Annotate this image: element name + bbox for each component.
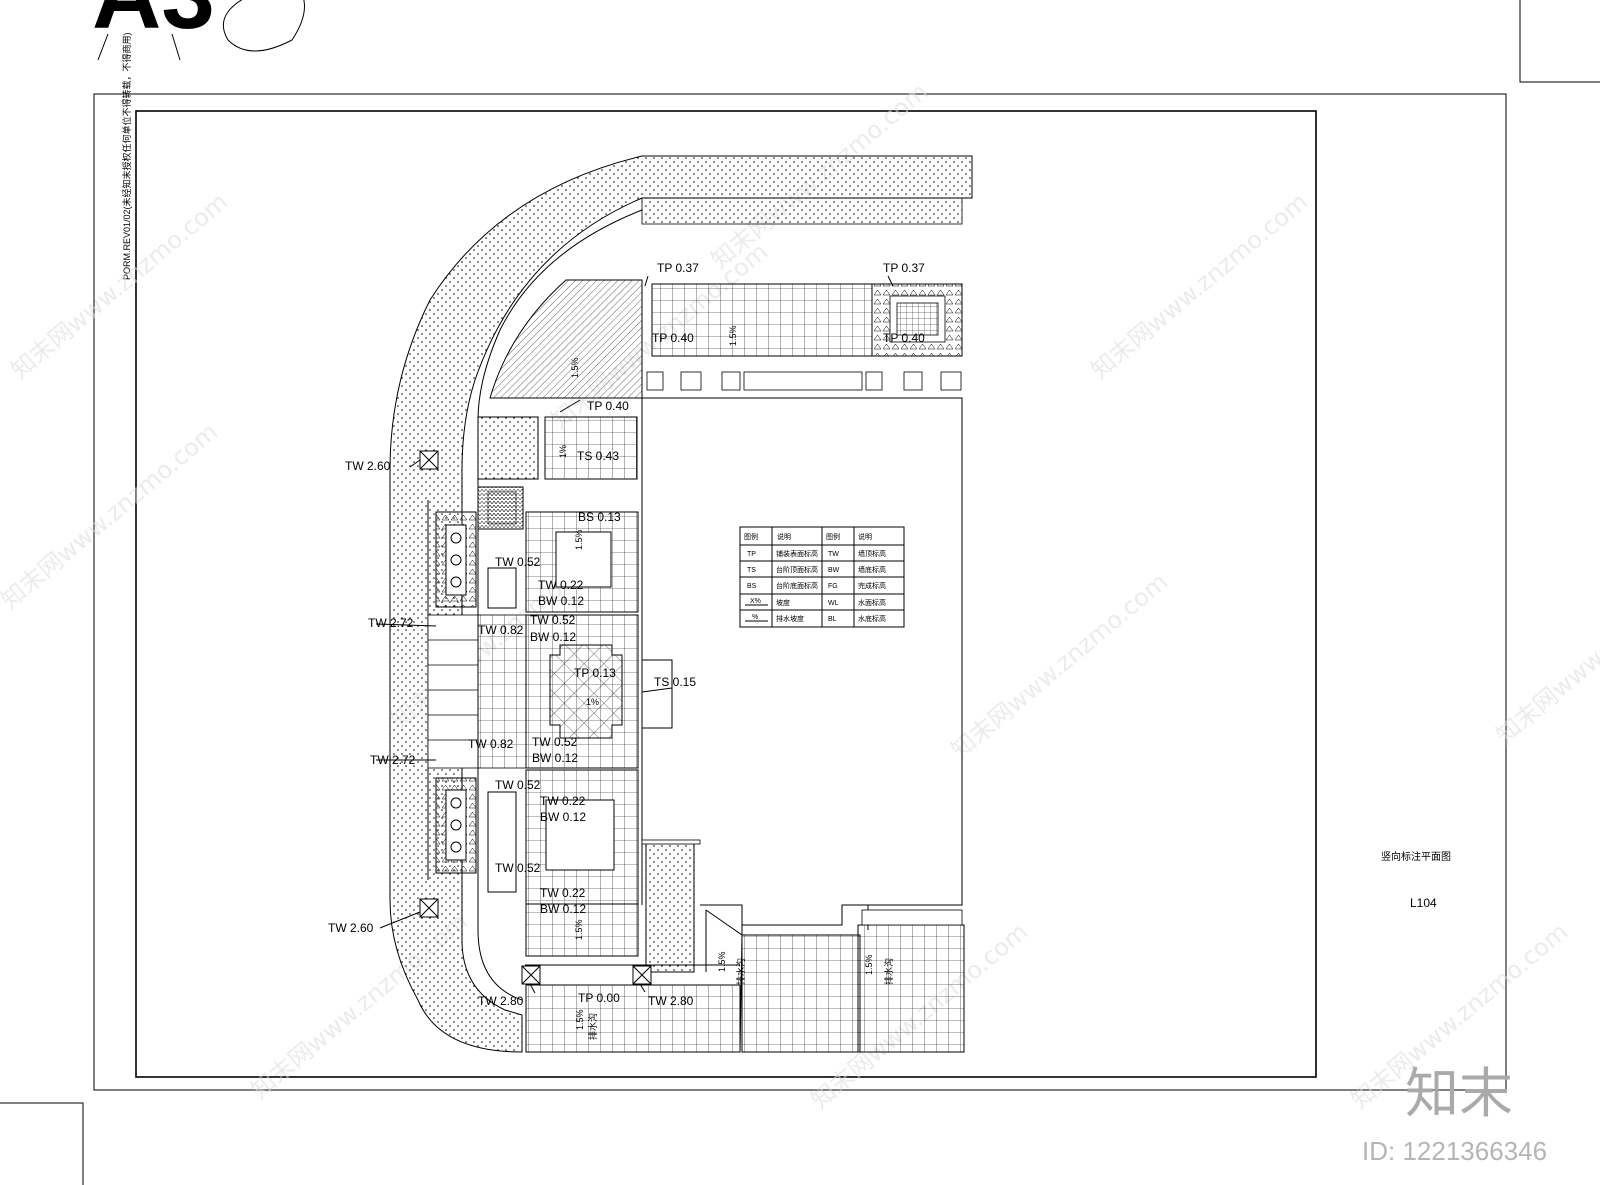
legend-cell: 铺装表面标高 bbox=[776, 549, 818, 558]
elevation-label: BW 0.12 bbox=[530, 630, 576, 644]
legend-cell: % bbox=[752, 614, 758, 621]
side-note: PORM.REV01/02(未经知末授权任何单位不得转载，不得商用) bbox=[121, 32, 132, 280]
elevation-label: TW 0.82 bbox=[468, 737, 514, 751]
inner-frame bbox=[135, 110, 1317, 1078]
legend-header: 说明 bbox=[858, 532, 872, 541]
watermark: 知末网www.znzmo.com bbox=[1086, 188, 1313, 385]
legend-cell: X% bbox=[750, 598, 761, 605]
elevation-label: TW 0.52 bbox=[495, 861, 541, 875]
slope-label: 1.5% bbox=[570, 357, 580, 378]
legend-cell: 台阶顶面标高 bbox=[776, 565, 818, 574]
drain-note: 排水沟 bbox=[587, 1013, 598, 1040]
elevation-label: TW 0.22 bbox=[538, 578, 584, 592]
drawing-number: L104 bbox=[1410, 896, 1437, 910]
timber-deck bbox=[489, 279, 643, 399]
elevation-label: TW 0.82 bbox=[478, 623, 524, 637]
elevation-label: BW 0.12 bbox=[532, 751, 578, 765]
elevation-label: TP 0.00 bbox=[578, 991, 620, 1005]
slope-labels: 1.5% 1.5% 1% 1.5% 1% 1.5% 1.5% 1.5% 1.5%… bbox=[558, 325, 894, 1040]
legend-cell: 墙顶标高 bbox=[858, 549, 886, 558]
legend-header: 图例 bbox=[826, 532, 840, 541]
legend-header: 图例 bbox=[744, 532, 758, 541]
elevation-label: TW 2.72 bbox=[368, 616, 414, 630]
elevation-label: TW 0.52 bbox=[532, 735, 578, 749]
elevation-label: TW 0.22 bbox=[540, 794, 586, 808]
slope-label: 1.5% bbox=[575, 1009, 585, 1030]
legend-cell: BW bbox=[828, 567, 840, 574]
legend-cell: BS bbox=[747, 583, 757, 590]
elevation-label: BW 0.12 bbox=[540, 810, 586, 824]
legend-cell: TP bbox=[747, 551, 756, 558]
image-id: ID: 1221366346 bbox=[1362, 1136, 1547, 1166]
elevation-label: TW 2.72 bbox=[370, 753, 416, 767]
slope-label: 1% bbox=[586, 697, 599, 707]
corner-mark-top-right bbox=[1519, 0, 1600, 83]
legend-cell: TS bbox=[747, 567, 756, 574]
planting-band bbox=[389, 155, 973, 1053]
watermark: 知末网www.znzmo.com bbox=[1491, 553, 1600, 750]
elevation-label: TS 0.43 bbox=[577, 449, 619, 463]
legend-cell: 坡度 bbox=[776, 598, 790, 607]
watermark: 知末网www.znzmo.com bbox=[0, 418, 223, 615]
legend-cell: BL bbox=[828, 616, 837, 623]
legend-cell: FG bbox=[828, 583, 838, 590]
slope-label: 1% bbox=[558, 445, 568, 458]
elevation-label: TP 0.40 bbox=[652, 331, 694, 345]
elevation-label: TW 0.22 bbox=[540, 886, 586, 900]
elevation-label: TP 0.40 bbox=[883, 331, 925, 345]
elevation-label: TW 0.52 bbox=[530, 613, 576, 627]
elevation-label: TW 0.52 bbox=[495, 555, 541, 569]
brand-logo: 知末 bbox=[1405, 1062, 1513, 1125]
slope-label: 1.5% bbox=[574, 529, 584, 550]
site-plan bbox=[375, 155, 973, 1053]
size-mark: A3 bbox=[92, 0, 305, 61]
slope-label: 1.5% bbox=[728, 325, 738, 346]
elevation-labels: TP 0.37 TP 0.37 TP 0.40 TP 0.40 TP 0.40 … bbox=[328, 261, 925, 1008]
legend-cell: TW bbox=[828, 551, 839, 558]
legend-table: 图例 说明 图例 说明 TP 铺装表面标高 TW 墙顶标高 TS 台阶顶面标高 … bbox=[739, 526, 905, 628]
legend-cell: 墙底标高 bbox=[858, 565, 886, 574]
outer-border bbox=[93, 93, 1507, 1091]
legend-cell: 完成标高 bbox=[858, 581, 886, 590]
drain-note: 排水沟 bbox=[735, 958, 746, 985]
elevation-label: TW 2.80 bbox=[648, 994, 694, 1008]
legend-cell: 排水坡度 bbox=[776, 614, 804, 623]
corner-mark-bottom-left bbox=[0, 1102, 84, 1185]
legend-cell: 水面标高 bbox=[858, 598, 886, 607]
size-mark-text: A3 bbox=[92, 0, 215, 49]
legend-cell: WL bbox=[828, 600, 839, 607]
slope-label: 1.5% bbox=[717, 951, 727, 972]
drain-note: 排水沟 bbox=[883, 958, 894, 985]
elevation-label: TP 0.37 bbox=[657, 261, 699, 275]
elevation-label: BW 0.12 bbox=[538, 594, 584, 608]
elevation-label: TS 0.15 bbox=[654, 675, 696, 689]
elevation-label: TW 0.52 bbox=[495, 778, 541, 792]
paving-grid bbox=[651, 283, 873, 357]
legend-cell: 水底标高 bbox=[858, 614, 886, 623]
elevation-label: TW 2.60 bbox=[345, 459, 391, 473]
elevation-label: TW 2.60 bbox=[328, 921, 374, 935]
elevation-label: BW 0.12 bbox=[540, 902, 586, 916]
watermark: 知末网www.znzmo.com bbox=[946, 568, 1173, 765]
elevation-label: TP 0.40 bbox=[587, 399, 629, 413]
slope-label: 1.5% bbox=[864, 954, 874, 975]
slope-label: 1.5% bbox=[574, 919, 584, 940]
elevation-label: TP 0.13 bbox=[574, 666, 616, 680]
watermark: 知末网www.znzmo.com bbox=[6, 188, 233, 385]
elevation-label: TW 2.80 bbox=[478, 994, 524, 1008]
legend-header: 说明 bbox=[777, 532, 791, 541]
elevation-label: TP 0.37 bbox=[883, 261, 925, 275]
legend-cell: 台阶底面标高 bbox=[776, 581, 818, 590]
drawing-title: 竖向标注平面图 bbox=[1381, 850, 1451, 863]
elevation-label: BS 0.13 bbox=[578, 510, 621, 524]
